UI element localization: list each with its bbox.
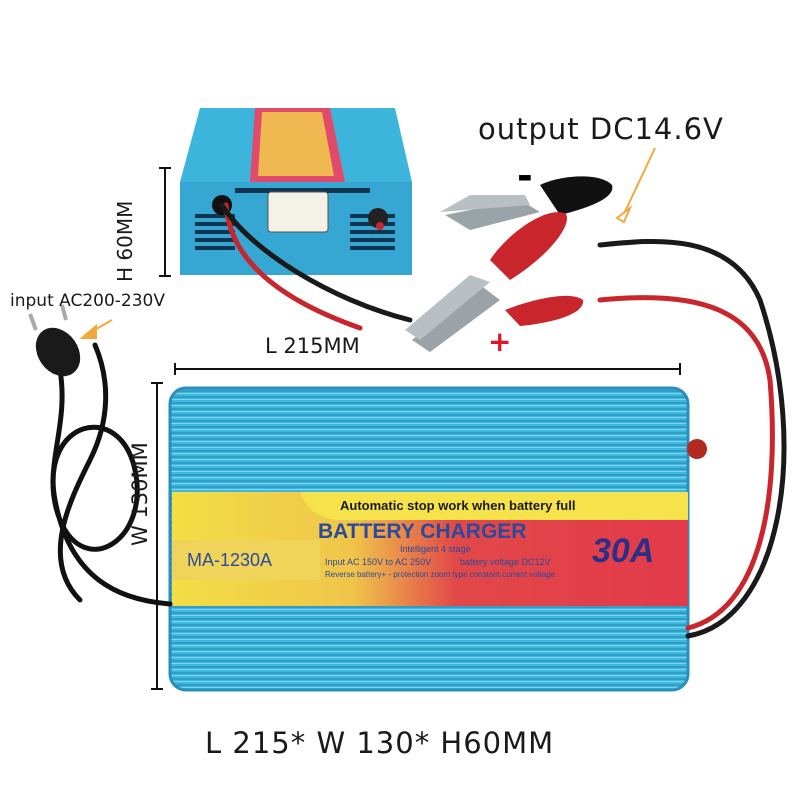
label-current: 30A (592, 532, 654, 570)
ammeter-icon (267, 191, 329, 233)
charger-top-view (168, 386, 707, 692)
label-title: BATTERY CHARGER (318, 520, 526, 543)
alligator-clip-icon (405, 212, 584, 352)
input-spec-label: input AC200-230V (10, 291, 165, 311)
length-dimension-label: L 215MM (265, 334, 360, 358)
label-model: MA-1230A (187, 550, 272, 570)
dimension-lines (151, 167, 681, 690)
alligator-clip-icon (440, 176, 613, 230)
plug-icon (28, 304, 81, 377)
pointer-arrows (79, 147, 656, 339)
label-line2: Input AC 150V to AC 250V (325, 557, 431, 567)
output-spec-label: output DC14.6V (478, 112, 724, 146)
input-cord (50, 342, 173, 607)
height-dimension-label: H 60MM (113, 200, 137, 282)
label-line3: battery voltage DC12V (460, 557, 551, 567)
width-dimension-label: W 130MM (128, 442, 152, 546)
knob-icon (368, 208, 388, 228)
negative-terminal-sign: - (517, 154, 533, 198)
output-cables (219, 202, 787, 639)
label-line1: Intelligent 4 stage (400, 544, 471, 554)
overall-dimensions-label: L 215* W 130* H60MM (205, 726, 555, 760)
label-line4: Reverse battery+ - protection zoom type … (325, 570, 556, 579)
charger-front-view (180, 108, 412, 275)
positive-terminal-sign: + (488, 325, 512, 358)
label-banner: Automatic stop work when battery full (340, 498, 575, 513)
